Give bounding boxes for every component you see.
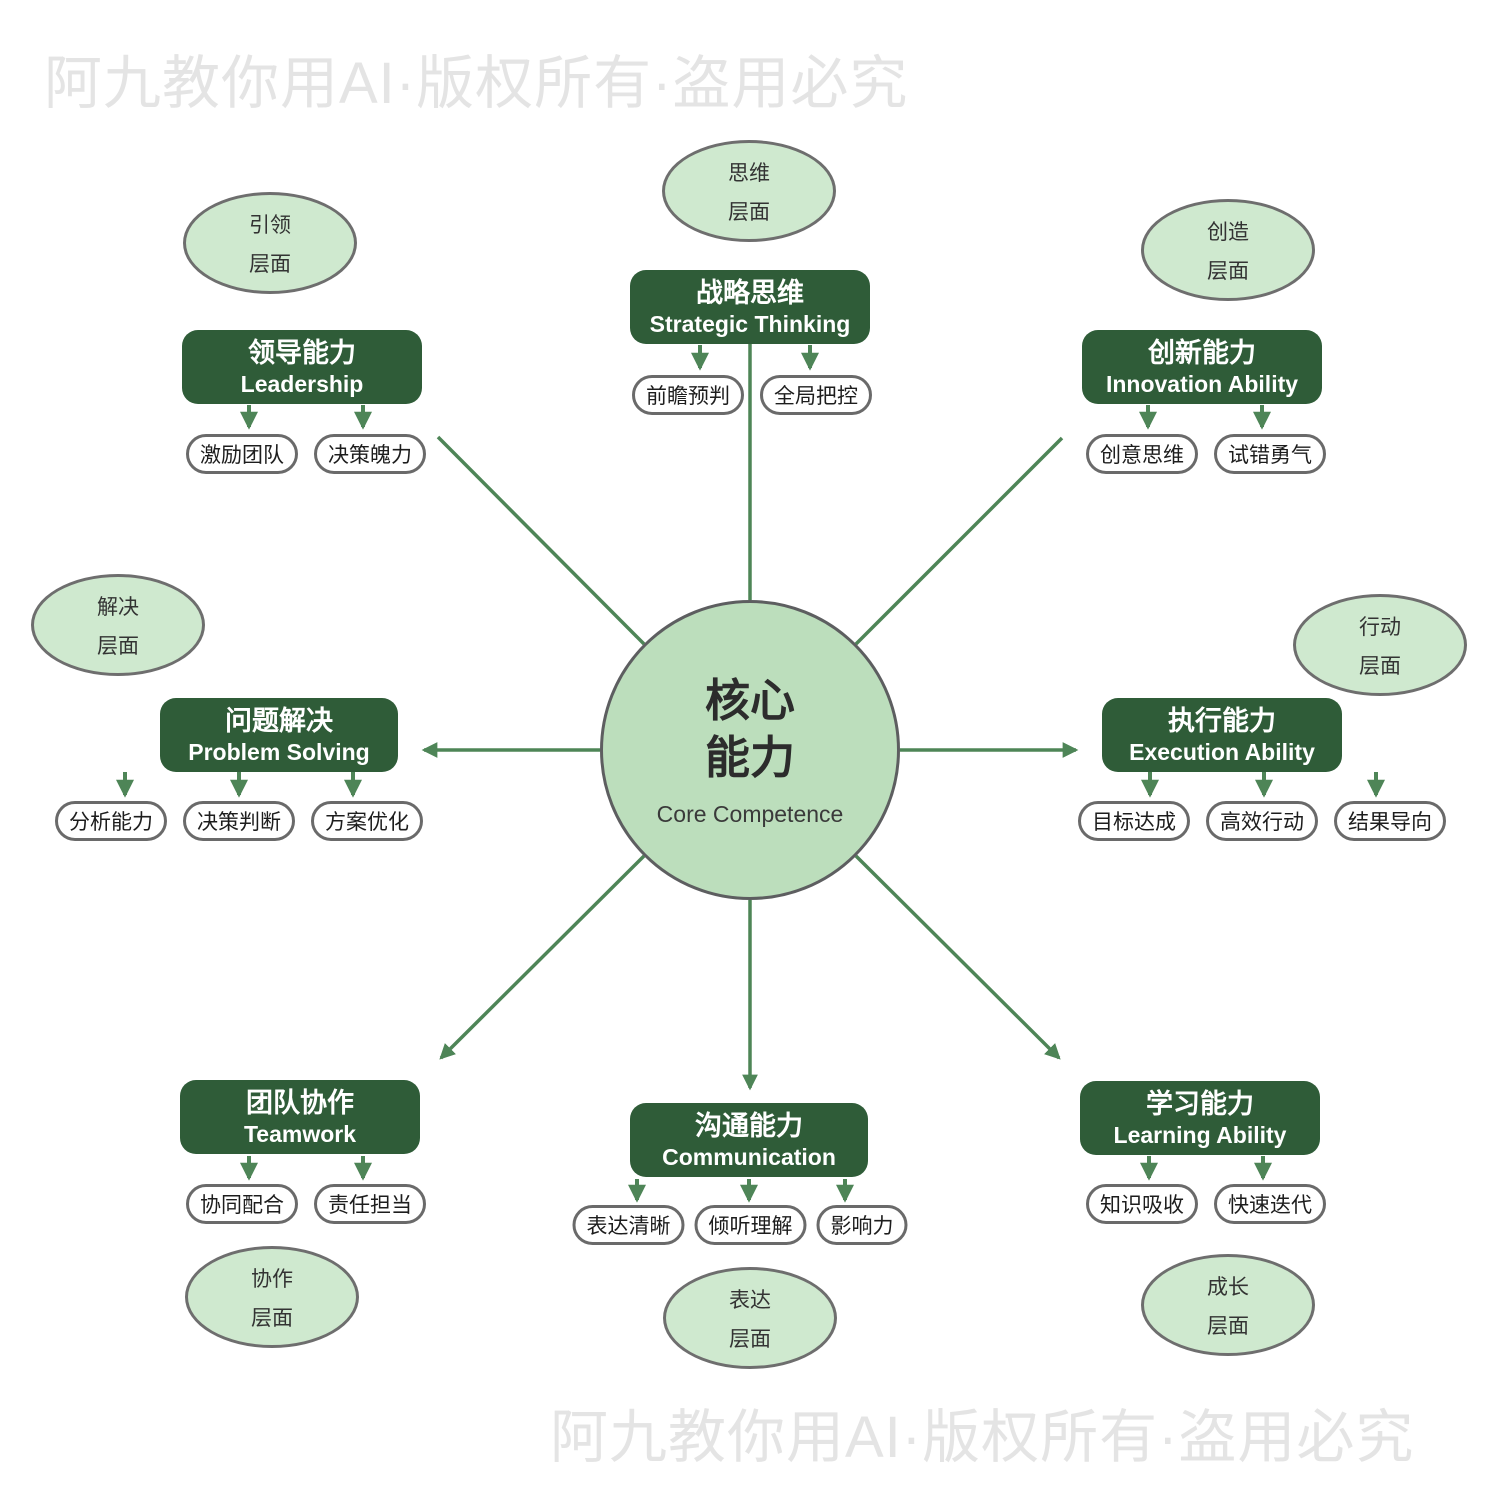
layer-label: 解决: [97, 595, 139, 619]
child-pill: 结果导向: [1334, 801, 1446, 841]
child-pill: 协同配合: [186, 1184, 298, 1224]
branch-title-en: Problem Solving: [188, 738, 370, 765]
layer-problem: 解决 层面: [31, 574, 205, 676]
branch-title-en: Execution Ability: [1129, 738, 1315, 765]
branch-title-en: Innovation Ability: [1105, 370, 1299, 397]
branch-communication: 沟通能力 Communication: [630, 1103, 868, 1177]
child-pill: 决策判断: [183, 801, 295, 841]
watermark-top: 阿九教你用AI·版权所有·盗用必究: [44, 51, 909, 116]
connector-learning-arrow: [854, 854, 1061, 1060]
branch-title-zh: 沟通能力: [695, 1110, 803, 1141]
pills-learning: 知识吸收 快速迭代: [1086, 1184, 1326, 1224]
child-pill: 前瞻预判: [632, 375, 744, 415]
branch-title-zh: 创新能力: [1148, 337, 1256, 368]
pill-arrows: [116, 345, 1385, 1203]
layer-label: 层面: [97, 634, 139, 658]
radial-connectors: [421, 344, 1079, 1091]
connector-innovation: [854, 436, 1064, 646]
layer-label: 层面: [251, 1306, 293, 1330]
layer-label: 表达: [729, 1288, 771, 1312]
branch-problem: 问题解决 Problem Solving: [160, 698, 398, 772]
child-pill: 知识吸收: [1086, 1184, 1198, 1224]
branch-title-en: Strategic Thinking: [649, 310, 851, 337]
pills-execution: 目标达成 高效行动 结果导向: [1078, 801, 1446, 841]
branch-innovation: 创新能力 Innovation Ability: [1082, 330, 1322, 404]
branch-title-zh: 问题解决: [225, 705, 333, 736]
child-pill: 试错勇气: [1214, 434, 1326, 474]
pills-communication: 表达清晰 倾听理解 影响力: [572, 1205, 908, 1245]
branch-title-en: Leadership: [240, 370, 364, 397]
pills-problem: 分析能力 决策判断 方案优化: [55, 801, 423, 841]
connector-leadership: [436, 435, 646, 646]
pills-innovation: 创意思维 试错勇气: [1086, 434, 1326, 474]
child-pill: 倾听理解: [694, 1205, 807, 1245]
layer-teamwork: 协作 层面: [185, 1246, 359, 1348]
center-subtitle: Core Competence: [656, 801, 844, 827]
branch-title-zh: 执行能力: [1168, 705, 1276, 736]
layer-strategic: 思维 层面: [662, 140, 836, 242]
layer-label: 创造: [1207, 220, 1249, 244]
child-pill: 方案优化: [311, 801, 423, 841]
layer-innovation: 创造 层面: [1141, 199, 1315, 301]
child-pill: 表达清晰: [572, 1205, 685, 1245]
watermark-bottom: 阿九教你用AI·版权所有·盗用必究: [550, 1405, 1415, 1470]
branch-title-en: Learning Ability: [1113, 1121, 1287, 1148]
layer-label: 层面: [1207, 1314, 1249, 1338]
child-pill: 快速迭代: [1214, 1184, 1326, 1224]
layer-label: 引领: [249, 213, 291, 237]
layer-label: 层面: [1207, 259, 1249, 283]
child-pill: 高效行动: [1206, 801, 1318, 841]
layer-label: 层面: [249, 252, 291, 276]
branch-title-zh: 学习能力: [1146, 1088, 1254, 1119]
layer-learning: 成长 层面: [1141, 1254, 1315, 1356]
branch-title-en: Teamwork: [243, 1120, 357, 1147]
layer-label: 协作: [251, 1267, 293, 1291]
branch-execution: 执行能力 Execution Ability: [1102, 698, 1342, 772]
branch-title-en: Communication: [662, 1143, 836, 1170]
child-pill: 目标达成: [1078, 801, 1190, 841]
layer-label: 层面: [728, 200, 770, 224]
center-title-line1: 核心: [704, 675, 795, 726]
branch-title-zh: 战略思维: [696, 277, 804, 308]
branch-learning: 学习能力 Learning Ability: [1080, 1081, 1320, 1155]
center-node: 核心 能力 Core Competence: [600, 600, 900, 900]
child-pill: 责任担当: [314, 1184, 426, 1224]
connector-teamwork-arrow: [439, 854, 646, 1060]
child-pill: 创意思维: [1086, 434, 1198, 474]
layer-label: 层面: [729, 1327, 771, 1351]
child-pill: 分析能力: [55, 801, 167, 841]
layer-label: 成长: [1207, 1275, 1249, 1299]
branch-title-zh: 领导能力: [248, 337, 356, 368]
layer-execution: 行动 层面: [1293, 594, 1467, 696]
pills-leadership: 激励团队 决策魄力: [186, 434, 426, 474]
center-title-line2: 能力: [704, 732, 795, 783]
layer-label: 层面: [1359, 654, 1401, 678]
branch-teamwork: 团队协作 Teamwork: [180, 1080, 420, 1154]
pills-teamwork: 协同配合 责任担当: [186, 1184, 426, 1224]
child-pill: 影响力: [816, 1205, 908, 1245]
pills-strategic: 前瞻预判 全局把控: [632, 375, 872, 415]
layer-leadership: 引领 层面: [183, 192, 357, 294]
child-pill: 全局把控: [760, 375, 872, 415]
child-pill: 激励团队: [186, 434, 298, 474]
layer-communication: 表达 层面: [663, 1267, 837, 1369]
branch-strategic: 战略思维 Strategic Thinking: [630, 270, 870, 344]
branch-title-zh: 团队协作: [246, 1087, 354, 1118]
child-pill: 决策魄力: [314, 434, 426, 474]
layer-label: 思维: [728, 161, 770, 185]
layer-label: 行动: [1359, 615, 1401, 639]
branch-leadership: 领导能力 Leadership: [182, 330, 422, 404]
